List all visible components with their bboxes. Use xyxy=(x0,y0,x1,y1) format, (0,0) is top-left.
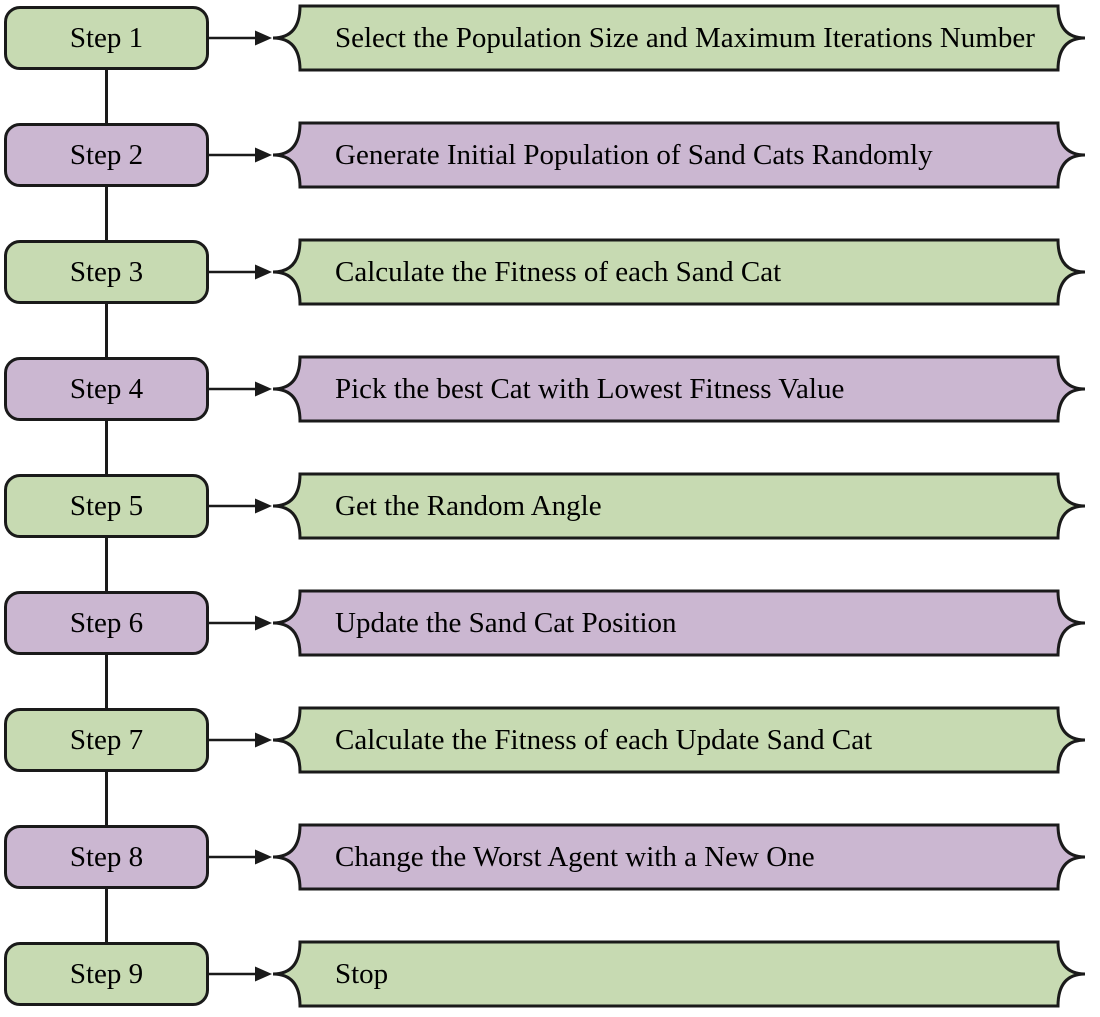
arrow-right-icon xyxy=(209,264,272,280)
step-label: Step 2 xyxy=(69,138,144,171)
banner-label: Select the Population Size and Maximum I… xyxy=(335,21,1035,54)
connector-line xyxy=(105,770,108,827)
banner: Update the Sand Cat Position xyxy=(272,589,1086,657)
banner: Calculate the Fitness of each Sand Cat xyxy=(272,238,1086,306)
step-label: Step 4 xyxy=(69,372,144,405)
step-box: Step 8 xyxy=(4,825,209,889)
banner-shape xyxy=(272,589,1086,657)
banner-label: Update the Sand Cat Position xyxy=(335,606,677,639)
step-label: Step 8 xyxy=(69,840,144,873)
step-box: Step 4 xyxy=(4,357,209,421)
step-label: Step 6 xyxy=(69,606,144,639)
banner: Change the Worst Agent with a New One xyxy=(272,823,1086,891)
step-column: Step 7 xyxy=(0,708,209,827)
step-column: Step 3 xyxy=(0,240,209,359)
banner-label: Generate Initial Population of Sand Cats… xyxy=(335,138,933,171)
banner-label: Stop xyxy=(335,957,389,990)
step-box: Step 9 xyxy=(4,942,209,1006)
banner-shape xyxy=(272,472,1086,540)
banner-label: Change the Worst Agent with a New One xyxy=(335,840,815,873)
banner-shape xyxy=(272,4,1086,72)
flow-row: Step 7 Calculate the Fitness of each Upd… xyxy=(0,706,1100,827)
connector-line xyxy=(105,302,108,359)
flow-row: Step 2 Generate Initial Population of Sa… xyxy=(0,121,1100,242)
step-box: Step 5 xyxy=(4,474,209,538)
step-column: Step 2 xyxy=(0,123,209,242)
banner-label: Calculate the Fitness of each Update San… xyxy=(335,723,873,756)
connector-line xyxy=(105,653,108,710)
banner-shape xyxy=(272,355,1086,423)
connector-line xyxy=(105,536,108,593)
banner: Get the Random Angle xyxy=(272,472,1086,540)
connector-line xyxy=(105,887,108,944)
banner: Stop xyxy=(272,940,1086,1008)
arrow-right-icon xyxy=(209,30,272,46)
flow-row: Step 6 Update the Sand Cat Position xyxy=(0,589,1100,710)
arrow-right-icon xyxy=(209,615,272,631)
flow-row: Step 1 Select the Population Size and Ma… xyxy=(0,4,1100,125)
step-box: Step 3 xyxy=(4,240,209,304)
banner-label: Calculate the Fitness of each Sand Cat xyxy=(335,255,782,288)
banner-shape xyxy=(272,238,1086,306)
banner-label: Pick the best Cat with Lowest Fitness Va… xyxy=(335,372,845,405)
step-column: Step 8 xyxy=(0,825,209,944)
connector-line xyxy=(105,68,108,125)
step-box: Step 6 xyxy=(4,591,209,655)
step-box: Step 1 xyxy=(4,6,209,70)
connector-line xyxy=(105,419,108,476)
banner: Calculate the Fitness of each Update San… xyxy=(272,706,1086,774)
banner: Select the Population Size and Maximum I… xyxy=(272,4,1086,72)
step-label: Step 1 xyxy=(69,21,144,54)
arrow-right-icon xyxy=(209,732,272,748)
banner-shape xyxy=(272,940,1086,1008)
arrow-right-icon xyxy=(209,498,272,514)
arrow-right-icon xyxy=(209,849,272,865)
banner-shape xyxy=(272,121,1086,189)
connector-line xyxy=(105,185,108,242)
step-column: Step 4 xyxy=(0,357,209,476)
step-column: Step 5 xyxy=(0,474,209,593)
step-box: Step 2 xyxy=(4,123,209,187)
arrow-right-icon xyxy=(209,381,272,397)
arrow-right-icon xyxy=(209,147,272,163)
step-label: Step 5 xyxy=(69,489,144,522)
step-label: Step 9 xyxy=(69,957,144,990)
flow-row: Step 4 Pick the best Cat with Lowest Fit… xyxy=(0,355,1100,476)
step-label: Step 7 xyxy=(69,723,144,756)
banner-label: Get the Random Angle xyxy=(335,489,602,522)
banner: Generate Initial Population of Sand Cats… xyxy=(272,121,1086,189)
step-box: Step 7 xyxy=(4,708,209,772)
arrow-right-icon xyxy=(209,966,272,982)
banner-shape xyxy=(272,706,1086,774)
banner: Pick the best Cat with Lowest Fitness Va… xyxy=(272,355,1086,423)
banner-shape xyxy=(272,823,1086,891)
step-label: Step 3 xyxy=(69,255,144,288)
flow-row: Step 8 Change the Worst Agent with a New… xyxy=(0,823,1100,944)
flow-row: Step 3 Calculate the Fitness of each San… xyxy=(0,238,1100,359)
step-column: Step 9 xyxy=(0,942,209,1006)
step-column: Step 1 xyxy=(0,6,209,125)
flow-row: Step 5 Get the Random Angle xyxy=(0,472,1100,593)
flow-row: Step 9 Stop xyxy=(0,940,1100,1008)
step-column: Step 6 xyxy=(0,591,209,710)
